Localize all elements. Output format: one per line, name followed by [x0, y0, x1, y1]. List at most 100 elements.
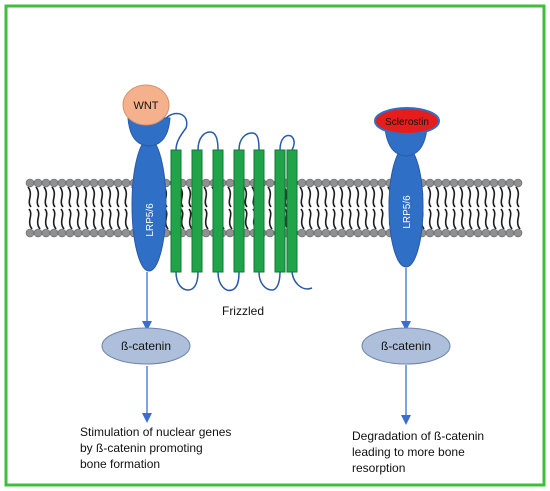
- outcome-left-text: Stimulation of nuclear genes by ß-cateni…: [80, 425, 231, 471]
- lipid-tail: [107, 186, 113, 230]
- lipid-tail: [451, 186, 457, 230]
- frizzled-helix-5: [253, 149, 265, 273]
- lipid-head: [337, 178, 347, 188]
- lipid-head: [361, 178, 371, 188]
- outcome-right-line-2: leading to more bone: [352, 445, 465, 459]
- lipid-head: [49, 228, 59, 238]
- lipid-head: [489, 178, 499, 188]
- lipid-tail: [91, 186, 97, 230]
- frizzled-helices: [170, 149, 298, 273]
- catenin-right-label: ß-catenin: [381, 339, 431, 353]
- lipid-head: [361, 228, 371, 238]
- lrp-right-cup: [384, 127, 428, 157]
- frizzled-helix-6: [274, 149, 286, 273]
- lipid-tail: [75, 186, 81, 230]
- lipid-head: [225, 178, 235, 188]
- lipid-tail: [59, 186, 65, 230]
- lipid-head: [433, 228, 443, 238]
- lipid-tail: [515, 186, 521, 230]
- lipid-head: [121, 178, 131, 188]
- lipid-tail: [43, 186, 49, 230]
- lipid-head: [105, 228, 115, 238]
- wnt-ligand: [122, 84, 170, 126]
- lipid-tail: [227, 186, 233, 230]
- lipid-head: [265, 178, 275, 188]
- lipid-head: [33, 178, 43, 188]
- lipid-tail: [27, 186, 33, 230]
- outcome-right-line-1: Degradation of ß-catenin: [352, 429, 484, 443]
- frizzled-helix-7: [286, 149, 298, 273]
- lipid-tail: [371, 186, 377, 230]
- lipid-tail: [315, 186, 321, 230]
- lipid-head: [297, 178, 307, 188]
- lipid-tail: [483, 186, 489, 230]
- wnt-label: WNT: [133, 100, 158, 112]
- lipid-head: [457, 228, 467, 238]
- lrp-left-cup: [127, 117, 171, 147]
- lipid-head: [441, 178, 451, 188]
- lipid-head: [225, 228, 235, 238]
- lipid-head: [329, 228, 339, 238]
- catenin-right-oval: [361, 327, 451, 365]
- frizzled-helix-3: [212, 149, 224, 273]
- catenin-left-label: ß-catenin: [121, 339, 171, 353]
- lipid-head: [81, 178, 91, 188]
- lipid-tail: [99, 186, 105, 230]
- lipid-head: [481, 228, 491, 238]
- lipid-head: [201, 178, 211, 188]
- lipid-head: [369, 228, 379, 238]
- lipid-tail: [443, 186, 449, 230]
- lipid-head: [25, 228, 35, 238]
- frizzled-loops: [165, 112, 313, 292]
- lipid-head: [25, 178, 35, 188]
- outer-frame: [4, 4, 546, 487]
- lipid-tail: [491, 186, 497, 230]
- lipid-head: [473, 178, 483, 188]
- lipid-head: [513, 178, 523, 188]
- lipid-head: [353, 178, 363, 188]
- lipid-head: [377, 228, 387, 238]
- lipid-head: [497, 228, 507, 238]
- lipid-head: [113, 228, 123, 238]
- lipid-head: [57, 178, 67, 188]
- lipid-head: [321, 178, 331, 188]
- lipid-tail: [67, 186, 73, 230]
- lipid-head: [305, 228, 315, 238]
- lipid-head: [425, 228, 435, 238]
- lipid-tail: [35, 186, 41, 230]
- lipid-head: [337, 228, 347, 238]
- lipid-tail: [339, 186, 345, 230]
- lipid-head: [65, 178, 75, 188]
- lipid-tail: [299, 186, 305, 230]
- frizzled-helix-4: [233, 149, 245, 273]
- lipid-tail: [115, 186, 121, 230]
- frizzled-receptor: [165, 112, 313, 292]
- lipid-tail: [243, 186, 249, 230]
- catenin-left-oval: [101, 327, 191, 365]
- lipid-head: [89, 178, 99, 188]
- lipid-head: [433, 178, 443, 188]
- outcome-right-text: Degradation of ß-catenin leading to more…: [352, 429, 484, 475]
- lipid-tail: [427, 186, 433, 230]
- lipid-head: [89, 228, 99, 238]
- lipid-head: [121, 228, 131, 238]
- outcome-left-line-1: Stimulation of nuclear genes: [80, 425, 231, 439]
- lipid-head: [457, 178, 467, 188]
- outcome-left-line-2: by ß-catenin promoting: [80, 441, 203, 455]
- lipid-head: [369, 178, 379, 188]
- frizzled-helix-2: [191, 149, 203, 273]
- outcome-right-line-3: resorption: [352, 461, 405, 475]
- lipid-tail: [467, 186, 473, 230]
- lipid-head: [377, 178, 387, 188]
- lipid-tail: [363, 186, 369, 230]
- lipid-head: [105, 178, 115, 188]
- lipid-head: [73, 178, 83, 188]
- lipid-tail: [475, 186, 481, 230]
- lrp-right-label: LRP5/6: [402, 195, 413, 229]
- lipid-head: [313, 228, 323, 238]
- lipid-head: [497, 178, 507, 188]
- lipid-tail: [203, 186, 209, 230]
- lipid-head: [449, 178, 459, 188]
